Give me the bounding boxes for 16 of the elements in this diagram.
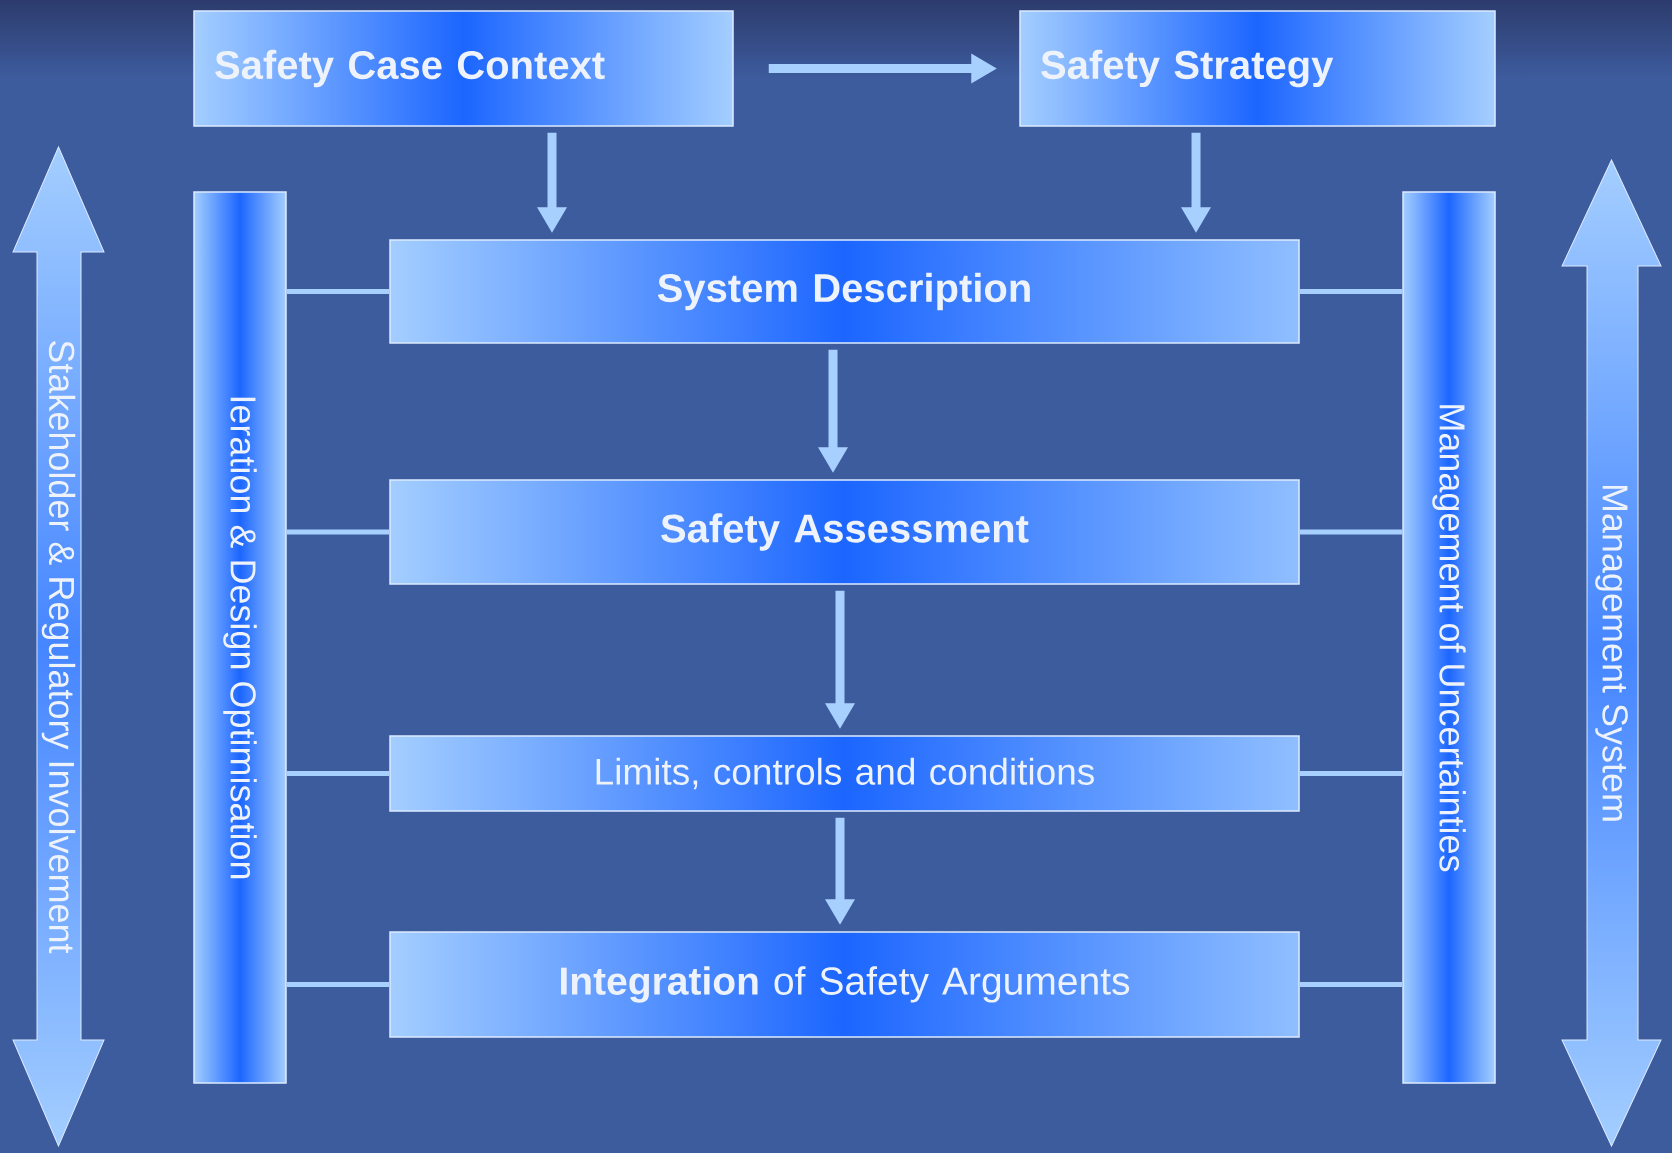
process-box: Safety Strategy: [1019, 10, 1496, 127]
connector-line: [286, 771, 390, 776]
connector-line: [286, 529, 390, 535]
process-box: Limits, controls and conditions: [389, 735, 1300, 812]
connector-line: [1299, 289, 1403, 294]
vertical-bar: Management of Uncertainties: [1402, 191, 1496, 1084]
connector-line: [1299, 982, 1403, 987]
process-box: Integration of Safety Arguments: [389, 931, 1300, 1038]
connector-line: [286, 982, 390, 987]
vertical-bar: Ieration & Design Optimisation: [193, 191, 287, 1084]
connector-line: [1299, 529, 1403, 535]
process-box: System Description: [389, 239, 1300, 344]
process-box: Safety Assessment: [389, 479, 1300, 585]
process-box: Safety Case Context: [193, 10, 734, 127]
connector-line: [286, 289, 390, 294]
connector-line: [1299, 771, 1403, 776]
